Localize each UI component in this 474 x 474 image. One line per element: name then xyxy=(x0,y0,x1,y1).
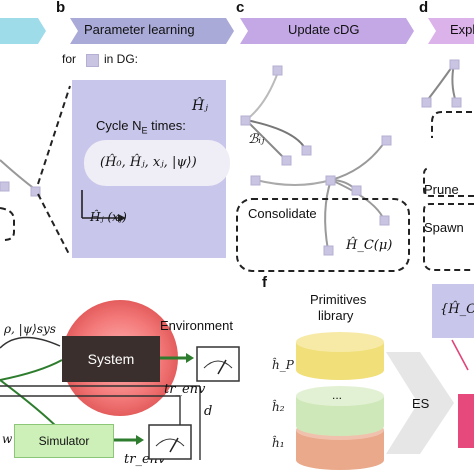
hp-label: ĥ_P xyxy=(272,358,294,372)
cycle-pill xyxy=(84,140,230,186)
es-arrow xyxy=(386,352,454,454)
in-dg-label: in DG: xyxy=(104,52,139,66)
panel-letter-b: b xyxy=(56,0,66,16)
banner-c xyxy=(240,18,414,44)
tr-env-top-label: tr_env xyxy=(164,382,206,397)
system-box: System xyxy=(62,336,160,382)
primitives-title-1: Primitives xyxy=(310,292,367,307)
primitive-cylinders xyxy=(296,332,384,470)
psi-sys-label: ρ, |ψ⟩sys xyxy=(4,322,56,336)
explore-graph xyxy=(421,59,472,138)
banner-b xyxy=(70,18,234,44)
hc-box xyxy=(432,284,474,338)
cylinder-dots: ... xyxy=(332,388,343,402)
hc-pointer xyxy=(451,339,469,371)
cycle-subscript: E xyxy=(141,125,148,136)
d-label: d xyxy=(204,404,213,419)
prune-spawn-frames xyxy=(423,167,474,271)
learning-axes xyxy=(81,190,126,222)
consolidate-label: Consolidate xyxy=(246,206,319,221)
banner-strip xyxy=(0,18,474,44)
dg-node-swatch xyxy=(86,54,99,67)
banner-a xyxy=(0,18,46,44)
cycle-times: times: xyxy=(151,118,186,133)
primitives-title-2: library xyxy=(318,308,354,323)
banner-d-title: Expl xyxy=(450,22,474,37)
banner-b-title: Parameter learning xyxy=(84,22,195,37)
panel-letter-f: f xyxy=(262,274,267,291)
simulator-box: Simulator xyxy=(14,424,114,458)
h1-label: ĥ₁ xyxy=(272,436,285,450)
panel-letter-d: d xyxy=(419,0,429,16)
meter-bottom xyxy=(148,424,192,460)
axis-label: Ĥⱼ (xⱼ) xyxy=(90,210,127,224)
consolidate-box xyxy=(236,198,410,272)
es-label: ES xyxy=(412,396,430,411)
panel-letter-c: c xyxy=(236,0,245,16)
bij-label: ℬᵢⱼ xyxy=(248,132,265,147)
h2-label: ĥ₂ xyxy=(272,400,285,414)
zoom-lines xyxy=(37,85,71,257)
w-label: w xyxy=(2,432,13,446)
es-output-box xyxy=(458,394,474,448)
hc-mu-label: Ĥ_C(μ) xyxy=(346,238,393,253)
for-label: for xyxy=(62,52,77,66)
cycle-tuple: (Ĥ₀, Ĥⱼ, xⱼ, |ψ⟩) xyxy=(100,155,197,170)
cycle-text: Cycle N xyxy=(96,118,142,133)
hj-corner-label: Ĥⱼ xyxy=(192,98,208,114)
cycle-label: Cycle NE times: xyxy=(96,118,186,136)
meter-top xyxy=(196,346,240,382)
panel-a-graph xyxy=(0,159,41,241)
cdg-graph xyxy=(240,65,392,256)
spawn-label: Spawn xyxy=(424,220,464,235)
banner-c-title: Update cDG xyxy=(288,22,360,37)
hc-box-label: {Ĥ_C xyxy=(440,302,474,317)
banner-d xyxy=(428,18,474,44)
prune-label: Prune xyxy=(424,182,459,197)
environment-label: Environment xyxy=(160,318,233,333)
